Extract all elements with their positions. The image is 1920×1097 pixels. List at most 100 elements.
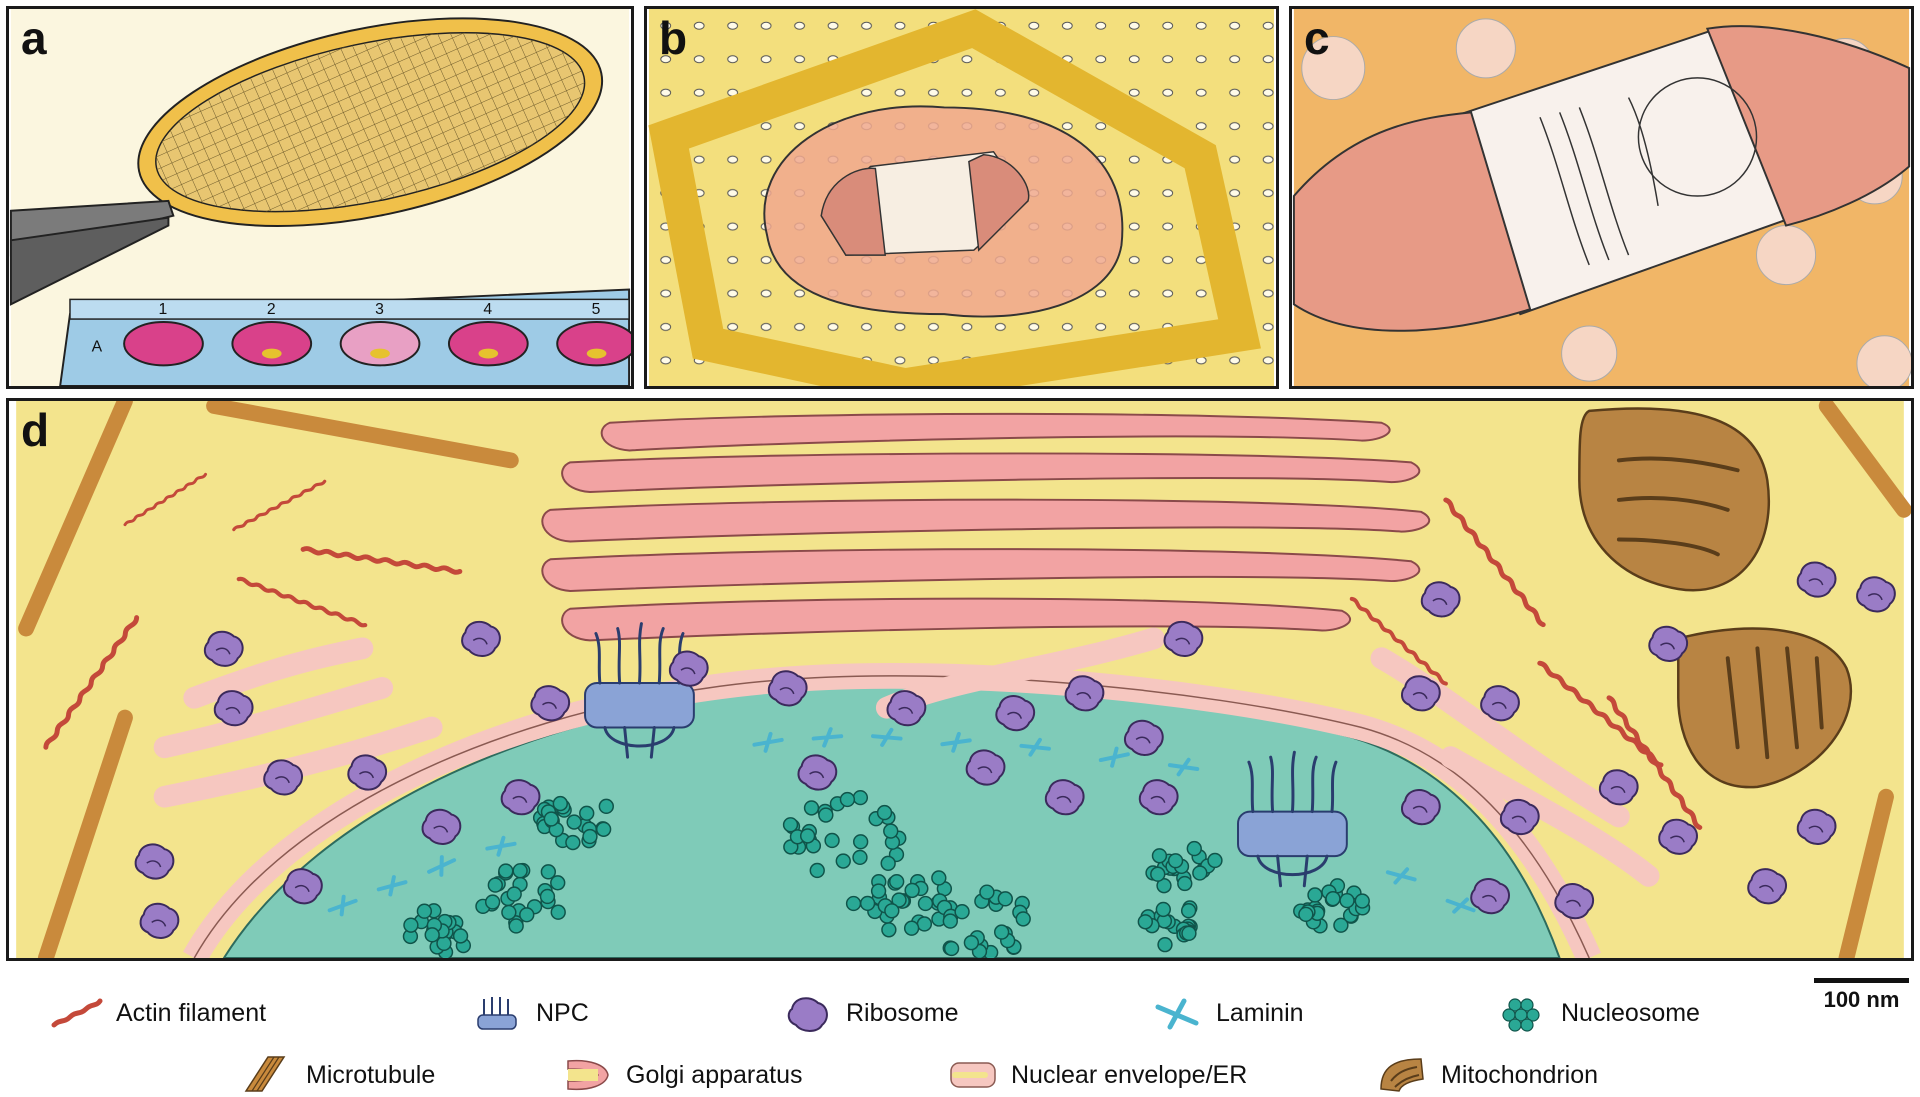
well-number-4: 4 xyxy=(483,301,492,318)
scale-bar: 100 nm xyxy=(1814,978,1909,1013)
nucleosome xyxy=(579,805,595,821)
nucleosome xyxy=(582,828,598,845)
nucleosome xyxy=(799,828,816,844)
legend-label-mitochondrion: Mitochondrion xyxy=(1441,1060,1599,1089)
nucleosome xyxy=(550,875,566,891)
nucleosome xyxy=(487,877,503,893)
nucleosome xyxy=(870,883,887,899)
nucleosome xyxy=(853,834,869,850)
nucleosome xyxy=(1137,914,1153,930)
npc-icon xyxy=(477,997,517,1030)
nucleosome xyxy=(845,895,862,912)
nucleosome xyxy=(1207,852,1223,869)
nucleosome xyxy=(917,895,934,912)
nucleosome xyxy=(839,791,856,808)
nucleosome xyxy=(881,922,897,938)
panel-a-grid-handling: 1 2 3 4 5 A a xyxy=(6,6,634,389)
panel-c-lamella-closeup: c xyxy=(1289,6,1914,389)
nucleosome xyxy=(904,882,920,899)
well-number-3: 3 xyxy=(375,301,384,318)
panel-b-lamella-on-grid: b xyxy=(644,6,1279,389)
nucleosome xyxy=(884,903,900,919)
nucleosome xyxy=(508,918,524,934)
nucleosome xyxy=(876,804,893,821)
actin-filament-icon xyxy=(51,998,103,1028)
nucleosome xyxy=(997,891,1013,907)
legend-item-microtubule: Microtubule xyxy=(240,1055,435,1095)
nucleosome xyxy=(916,916,933,932)
nucleosome xyxy=(803,800,820,816)
legend-item-golgi: Golgi apparatus xyxy=(560,1055,803,1095)
nucleosome xyxy=(436,935,452,952)
nucleosome xyxy=(1151,848,1168,864)
nucleosome xyxy=(824,832,840,849)
well-row-label: A xyxy=(92,339,103,356)
nucleosome xyxy=(1157,936,1173,953)
nucleosome xyxy=(1339,892,1355,909)
panel-d-cell-interior: d xyxy=(6,398,1914,961)
panel-d-letter: d xyxy=(21,404,50,456)
legend-label-npc: NPC xyxy=(536,998,589,1027)
ribosome-icon xyxy=(787,997,828,1032)
nucleosome xyxy=(598,798,614,815)
nucleosome xyxy=(931,870,947,886)
well-number-2: 2 xyxy=(267,301,276,318)
endoplasmic-reticulum xyxy=(153,627,1660,887)
panel-d-illustration xyxy=(16,401,1911,958)
nucleosome xyxy=(501,904,517,921)
panel-c-illustration xyxy=(1292,9,1911,386)
legend-label-nuclear-envelope: Nuclear envelope/ER xyxy=(1011,1060,1248,1089)
nucleosome xyxy=(942,913,958,929)
well-number-5: 5 xyxy=(592,301,601,318)
nucleosome xyxy=(552,795,568,812)
legend-label-nucleosome: Nucleosome xyxy=(1561,998,1700,1027)
panel-c-letter: c xyxy=(1304,12,1330,64)
nucleosome xyxy=(1192,865,1208,881)
nucleosome xyxy=(852,789,869,806)
nucleosome xyxy=(1180,903,1197,919)
nucleosome xyxy=(782,817,799,833)
legend-label-laminin: Laminin xyxy=(1216,998,1304,1027)
nucleosome xyxy=(1015,911,1031,927)
golgi-apparatus-icon xyxy=(567,1059,609,1091)
nucleosome xyxy=(1177,875,1193,892)
nucleosome xyxy=(403,917,419,933)
nucleosome xyxy=(859,895,876,912)
scale-bar-line xyxy=(1814,978,1909,983)
laminin-icon xyxy=(1155,998,1199,1030)
nucleosome xyxy=(1325,890,1341,907)
nucleosome xyxy=(818,807,834,823)
panel-a-letter: a xyxy=(21,12,47,64)
nucleosome xyxy=(883,823,899,839)
panel-b-illustration xyxy=(648,9,1275,386)
nucleosome xyxy=(416,903,433,919)
nucleosome xyxy=(889,873,905,890)
nucleosome xyxy=(963,934,980,951)
legend-item-laminin: Laminin xyxy=(1150,993,1304,1033)
nucleosome xyxy=(852,849,868,866)
nucleosome xyxy=(835,853,851,869)
legend-item-mitochondrion: Mitochondrion xyxy=(1375,1055,1598,1095)
nucleosome xyxy=(484,894,501,910)
nucleosome xyxy=(565,834,581,851)
nucleosome xyxy=(539,888,556,905)
nucleosome-icon xyxy=(1502,998,1540,1032)
legend-item-ribosome: Ribosome xyxy=(780,993,959,1033)
nucleosome xyxy=(543,811,559,827)
legend-label-microtubule: Microtubule xyxy=(306,1060,436,1089)
nucleosome xyxy=(809,862,825,879)
nucleosome xyxy=(550,904,566,920)
nucleosome xyxy=(1167,853,1184,869)
nucleosome xyxy=(979,884,995,900)
legend-item-nuclear-envelope: Nuclear envelope/ER xyxy=(945,1055,1247,1095)
mitochondria xyxy=(1578,407,1853,789)
legend-label-ribosome: Ribosome xyxy=(846,998,959,1027)
nucleosome xyxy=(506,886,522,902)
nucleosome xyxy=(519,907,535,923)
legend-item-npc: NPC xyxy=(470,993,589,1033)
nucleosome xyxy=(1307,887,1323,903)
mitochondrion-icon xyxy=(1380,1058,1424,1092)
nucleosome xyxy=(498,863,514,879)
panel-b-letter: b xyxy=(659,12,688,64)
nucleosome xyxy=(1150,866,1166,882)
